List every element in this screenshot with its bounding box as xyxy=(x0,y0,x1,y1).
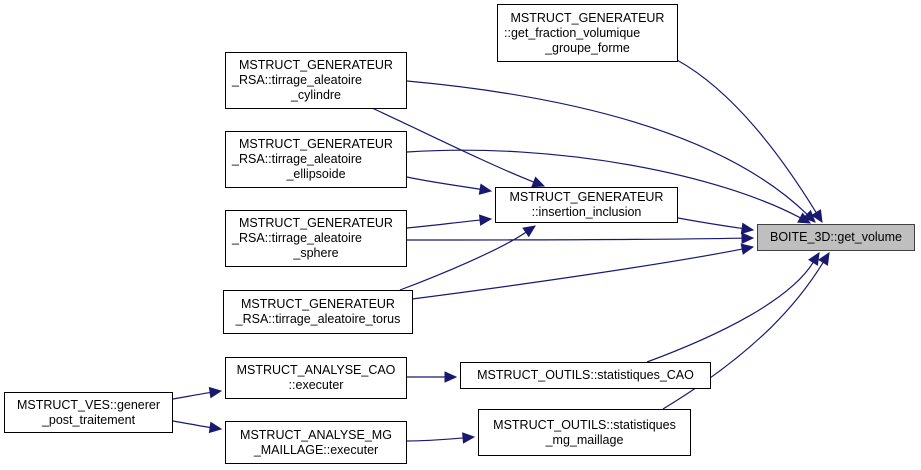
edge-ves-to-analyse_mg xyxy=(172,420,211,429)
node-label-line: MSTRUCT_GENERATEUR xyxy=(239,58,393,72)
node-label-line: MSTRUCT_ANALYSE_CAO xyxy=(236,363,396,377)
arrowhead-analyse_mg-to-stat_mg xyxy=(462,432,476,444)
node-statistiques-mg-maillage[interactable]: MSTRUCT_OUTILS::statistiques _mg_maillag… xyxy=(478,409,691,456)
node-label-line: _groupe_forme xyxy=(545,40,630,55)
node-analyse-cao-executer[interactable]: MSTRUCT_ANALYSE_CAO ::executer xyxy=(225,357,407,399)
arrowhead-sphere-to-insertion xyxy=(478,214,493,226)
arrowhead-cylindre-to-insertion xyxy=(531,176,546,188)
edge-ellipsoide-to-insertion xyxy=(406,176,481,190)
edge-cylindre-to-get_volume xyxy=(406,80,808,215)
edge-ellipsoide-to-get_volume xyxy=(406,149,801,219)
arrowhead-torus-to-insertion xyxy=(522,225,536,238)
node-label-line: ::executer xyxy=(288,378,344,392)
node-label-line: MSTRUCT_VES::generer xyxy=(16,397,161,412)
node-label-line: MSTRUCT_ANALYSE_MG xyxy=(240,427,392,442)
node-tirrage-aleatoire-torus[interactable]: MSTRUCT_GENERATEUR _RSA::tirrage_aleatoi… xyxy=(223,290,413,334)
node-label-line: _cylindre xyxy=(290,88,342,102)
node-label-line: _RSA::tirrage_aleatoire xyxy=(232,152,362,166)
node-label-line: _sphere xyxy=(293,246,339,260)
node-ves-generer-post-traitement[interactable]: MSTRUCT_VES::generer _post_traitement xyxy=(4,392,173,433)
node-tirrage-aleatoire-sphere[interactable]: MSTRUCT_GENERATEUR _RSA::tirrage_aleatoi… xyxy=(225,210,407,267)
node-label-line: MSTRUCT_OUTILS::statistiques_CAO xyxy=(477,368,694,382)
edge-torus-to-get_volume xyxy=(411,248,743,300)
node-label-line: _mg_maillage xyxy=(545,432,624,447)
node-label-line: _ellipsoide xyxy=(286,167,346,181)
arrowhead-ves-to-analyse_mg xyxy=(208,421,223,434)
node-get-fraction-volumique-groupe-forme[interactable]: MSTRUCT_GENERATEUR ::get_fraction_volumi… xyxy=(497,4,678,62)
node-label-line: _post_traitement xyxy=(41,412,136,427)
arrowhead-torus-to-get_volume xyxy=(740,243,755,255)
node-label-line: _RSA::tirrage_aleatoire xyxy=(232,73,362,87)
arrowhead-ves-to-analyse_cao xyxy=(208,386,223,399)
arrowhead-analyse_cao-to-stat_cao xyxy=(444,371,458,383)
arrowhead-stat_cao-to-get_volume xyxy=(808,251,820,266)
edge-analyse_mg-to-stat_mg xyxy=(406,437,464,442)
node-label-line: MSTRUCT_GENERATEUR xyxy=(239,137,393,151)
node-tirrage-aleatoire-ellipsoide[interactable]: MSTRUCT_GENERATEUR _RSA::tirrage_aleatoi… xyxy=(225,131,407,188)
arrowhead-sphere-to-get_volume xyxy=(741,232,755,244)
edge-ves-to-analyse_cao xyxy=(172,391,211,400)
edge-sphere-to-get_volume xyxy=(406,237,743,241)
node-label-line: _RSA::tirrage_aleatoire_torus xyxy=(235,312,401,326)
edge-torus-to-insertion xyxy=(399,231,527,291)
node-label-line: MSTRUCT_GENERATEUR xyxy=(239,216,393,230)
node-label-line: MSTRUCT_GENERATEUR xyxy=(241,297,395,311)
arrowhead-ellipsoide-to-get_volume xyxy=(797,212,812,224)
node-boite-3d-get-volume[interactable]: BOITE_3D::get_volume xyxy=(757,224,915,251)
node-label-line: ::insertion_inclusion xyxy=(531,205,642,219)
edge-insertion-to-get_volume xyxy=(677,217,743,230)
edge-get_fraction-to-get_volume xyxy=(676,59,817,213)
edge-stat_cao-to-get_volume xyxy=(646,262,814,363)
arrowhead-cylindre-to-get_volume xyxy=(802,209,816,223)
node-label-line: MSTRUCT_OUTILS::statistiques xyxy=(493,417,676,432)
node-tirrage-aleatoire-cylindre[interactable]: MSTRUCT_GENERATEUR _RSA::tirrage_aleatoi… xyxy=(225,52,407,109)
node-label-line: MSTRUCT_GENERATEUR xyxy=(509,190,664,204)
edge-cylindre-to-insertion xyxy=(371,107,534,183)
arrowhead-get_fraction-to-get_volume xyxy=(811,209,823,224)
node-label-line: _RSA::tirrage_aleatoire xyxy=(232,231,362,245)
arrowhead-ellipsoide-to-insertion xyxy=(478,183,493,195)
node-insertion-inclusion[interactable]: MSTRUCT_GENERATEUR ::insertion_inclusion xyxy=(495,187,678,223)
arrowhead-stat_mg-to-get_volume xyxy=(818,251,830,266)
arrowhead-insertion-to-get_volume xyxy=(740,222,755,235)
node-label-line: MSTRUCT_GENERATEUR xyxy=(510,10,665,25)
node-analyse-mg-maillage-executer[interactable]: MSTRUCT_ANALYSE_MG _MAILLAGE::executer xyxy=(225,421,407,464)
edge-sphere-to-insertion xyxy=(406,219,481,229)
node-label-line: BOITE_3D::get_volume xyxy=(769,230,902,244)
node-label-line: ::get_fraction_volumique xyxy=(504,25,641,40)
node-statistiques-cao[interactable]: MSTRUCT_OUTILS::statistiques_CAO xyxy=(460,362,711,389)
node-label-line: _MAILLAGE::executer xyxy=(253,442,379,457)
